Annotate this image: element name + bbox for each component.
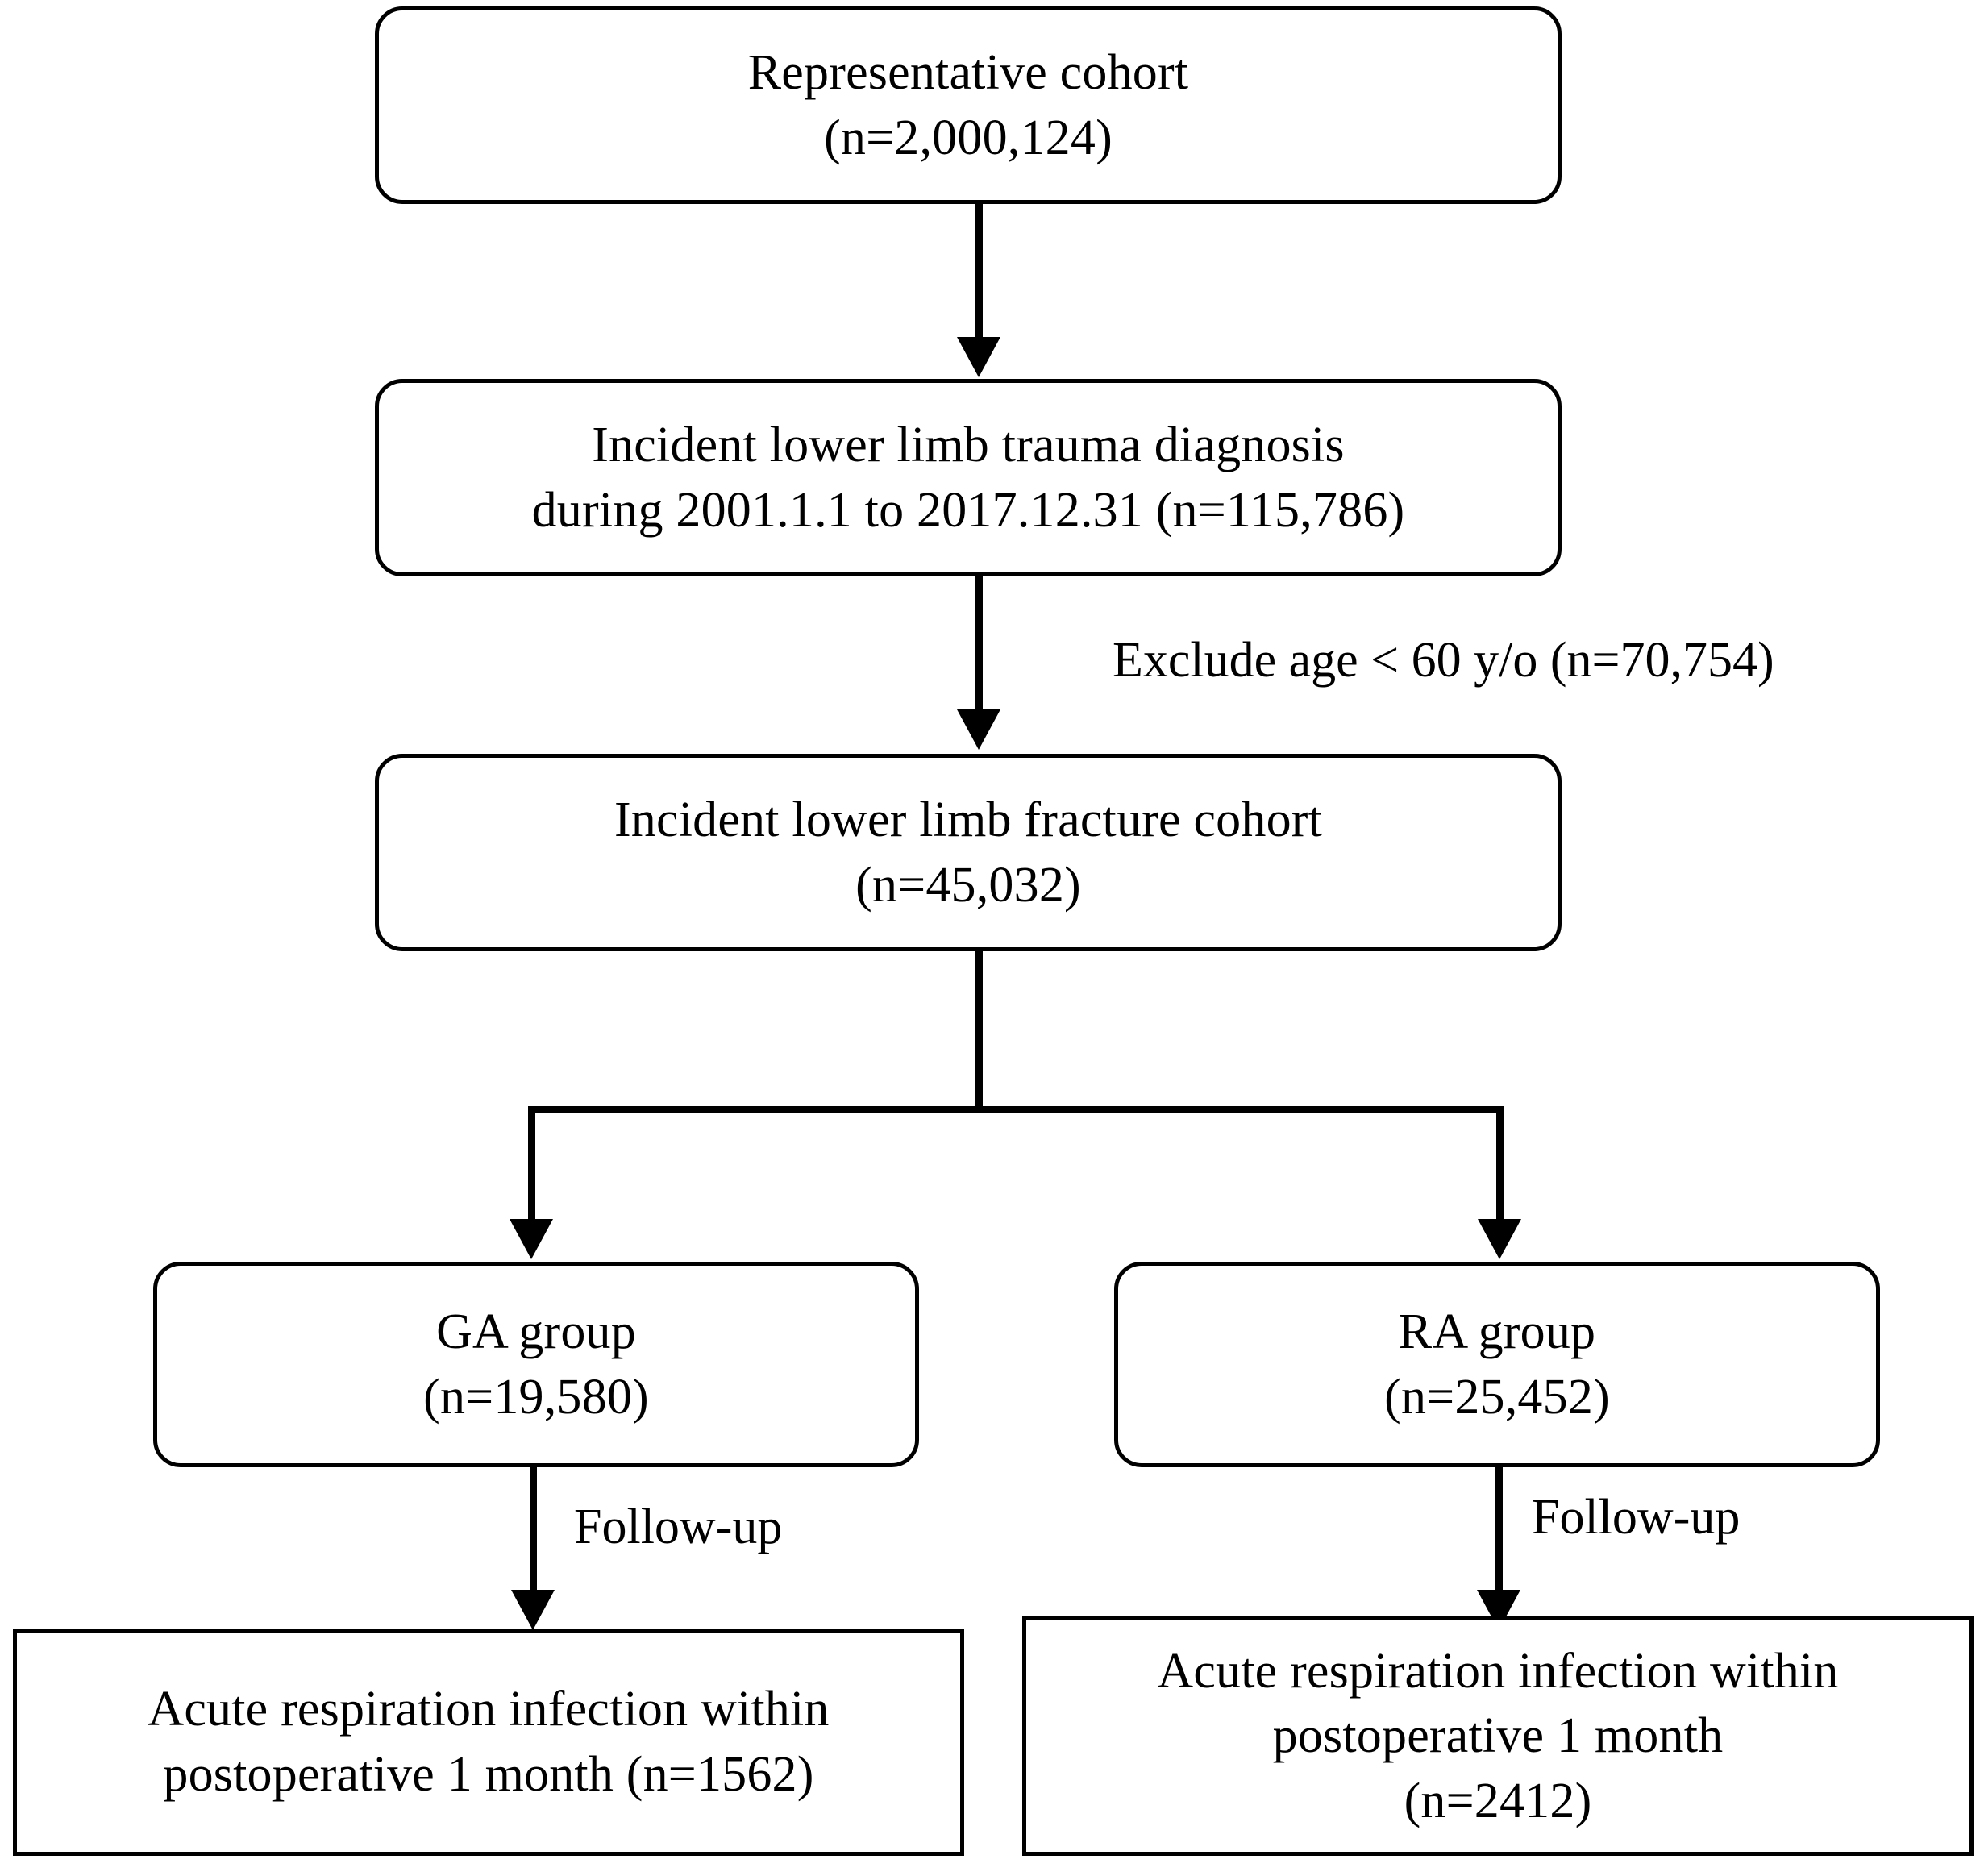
connector-trauma-to-fracture-line	[975, 576, 983, 715]
node-representative-cohort-line2: (n=2,000,124)	[824, 110, 1113, 165]
edge-label-followup-left: Follow-up	[574, 1500, 783, 1554]
edge-label-followup-right: Follow-up	[1532, 1490, 1741, 1545]
node-ga-outcome-line1: Acute respiration infection within	[148, 1682, 830, 1737]
node-ra-group[interactable]: RA group (n=25,452)	[1114, 1262, 1880, 1467]
connector-ra-followup-line	[1495, 1467, 1503, 1596]
connector-ga-followup-line	[530, 1467, 537, 1596]
connector-trauma-to-fracture-arrowhead	[957, 709, 1000, 750]
node-ga-outcome-line2: postoperative 1 month (n=1562)	[163, 1747, 814, 1802]
node-ra-outcome[interactable]: Acute respiration infection within posto…	[1022, 1616, 1974, 1856]
split-stem-line	[975, 951, 983, 1113]
node-ra-group-line2: (n=25,452)	[1384, 1369, 1610, 1425]
node-fracture-cohort-line1: Incident lower limb fracture cohort	[614, 792, 1323, 847]
split-right-branch-arrowhead	[1478, 1219, 1521, 1259]
node-representative-cohort[interactable]: Representative cohort (n=2,000,124)	[375, 6, 1562, 204]
node-incident-trauma-line2: during 2001.1.1 to 2017.12.31 (n=115,786…	[531, 482, 1405, 538]
node-ra-outcome-line2: postoperative 1 month	[1272, 1708, 1724, 1764]
node-ga-group-line2: (n=19,580)	[423, 1369, 649, 1425]
split-left-branch-line	[528, 1106, 535, 1247]
node-ga-group[interactable]: GA group (n=19,580)	[153, 1262, 919, 1467]
node-incident-trauma[interactable]: Incident lower limb trauma diagnosis dur…	[375, 379, 1562, 576]
node-ra-group-line1: RA group	[1398, 1304, 1596, 1359]
connector-cohort-to-trauma-arrowhead	[957, 337, 1000, 377]
split-horizontal-bar	[528, 1106, 1504, 1113]
node-fracture-cohort[interactable]: Incident lower limb fracture cohort (n=4…	[375, 754, 1562, 951]
node-representative-cohort-line1: Representative cohort	[747, 44, 1189, 100]
node-ga-outcome[interactable]: Acute respiration infection within posto…	[13, 1629, 964, 1856]
node-fracture-cohort-line2: (n=45,032)	[855, 857, 1081, 913]
node-ga-group-line1: GA group	[436, 1304, 636, 1359]
split-left-branch-arrowhead	[510, 1219, 553, 1259]
node-ra-outcome-line1: Acute respiration infection within	[1157, 1643, 1839, 1699]
node-incident-trauma-line1: Incident lower limb trauma diagnosis	[592, 417, 1345, 472]
edge-label-exclusion: Exclude age < 60 y/o (n=70,754)	[1113, 633, 1774, 688]
connector-cohort-to-trauma-line	[975, 204, 983, 343]
split-right-branch-line	[1496, 1106, 1504, 1247]
connector-ga-followup-arrowhead	[511, 1590, 555, 1630]
node-ra-outcome-line3: (n=2412)	[1404, 1773, 1592, 1828]
